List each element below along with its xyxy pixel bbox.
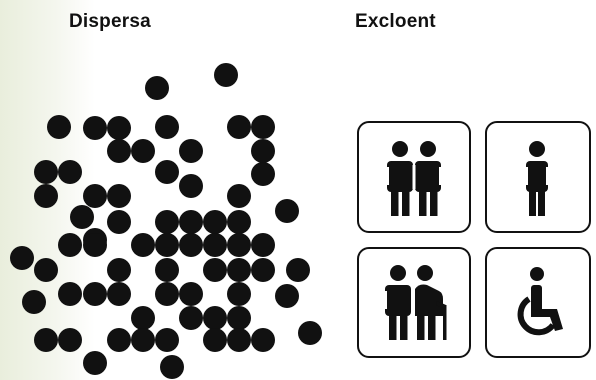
dot — [83, 233, 107, 257]
dot — [179, 233, 203, 257]
dot — [155, 258, 179, 282]
dot — [47, 115, 71, 139]
dot — [251, 258, 275, 282]
dot — [227, 328, 251, 352]
icon-tile-wheelchair — [485, 247, 591, 358]
dot — [251, 162, 275, 186]
wheelchair-icon — [517, 267, 563, 336]
dot — [179, 210, 203, 234]
dot — [179, 306, 203, 330]
dot — [107, 184, 131, 208]
dot — [227, 210, 251, 234]
dot — [107, 139, 131, 163]
dot — [286, 258, 310, 282]
dot — [34, 184, 58, 208]
dot — [107, 210, 131, 234]
dot — [58, 282, 82, 306]
dot — [155, 233, 179, 257]
dot — [107, 282, 131, 306]
single-person-icon — [524, 141, 550, 216]
dot — [58, 160, 82, 184]
dot — [203, 210, 227, 234]
dot — [227, 306, 251, 330]
dot — [155, 160, 179, 184]
dot — [155, 328, 179, 352]
dot — [83, 351, 107, 375]
dot — [34, 160, 58, 184]
dot — [22, 290, 46, 314]
dot — [145, 76, 169, 100]
dot — [251, 115, 275, 139]
dot — [227, 258, 251, 282]
elderly-couple-with-cane-icon — [383, 265, 447, 340]
dot — [83, 282, 107, 306]
dot — [131, 233, 155, 257]
dispersed-dots-figure — [10, 63, 322, 379]
dot — [58, 328, 82, 352]
dot — [131, 328, 155, 352]
dot — [107, 258, 131, 282]
dot — [227, 184, 251, 208]
panel-title-excloent: Excloent — [355, 11, 436, 32]
dot — [107, 116, 131, 140]
dot — [251, 328, 275, 352]
dot — [58, 233, 82, 257]
dot — [203, 258, 227, 282]
dot — [34, 328, 58, 352]
dot — [131, 139, 155, 163]
dot — [227, 282, 251, 306]
dot — [155, 210, 179, 234]
dot — [298, 321, 322, 345]
dot — [107, 328, 131, 352]
dot — [10, 246, 34, 270]
dot — [203, 233, 227, 257]
dot — [203, 306, 227, 330]
icon-tile-two-adults — [357, 121, 471, 233]
icon-tile-single-person — [485, 121, 591, 233]
dot — [83, 184, 107, 208]
dot — [131, 306, 155, 330]
icon-tile-elderly-couple — [357, 247, 471, 358]
dot — [251, 233, 275, 257]
dot — [203, 328, 227, 352]
dot — [155, 115, 179, 139]
dot — [227, 233, 251, 257]
dot — [155, 282, 179, 306]
dot — [160, 355, 184, 379]
dot — [275, 284, 299, 308]
dot — [275, 199, 299, 223]
dot — [179, 282, 203, 306]
dot — [214, 63, 238, 87]
dot — [83, 116, 107, 140]
dot — [179, 139, 203, 163]
dot — [227, 115, 251, 139]
dot — [179, 174, 203, 198]
dot — [34, 258, 58, 282]
panel-title-dispersa: Dispersa — [69, 11, 151, 32]
two-adults-icon — [385, 141, 443, 216]
dot — [251, 139, 275, 163]
dot — [70, 205, 94, 229]
